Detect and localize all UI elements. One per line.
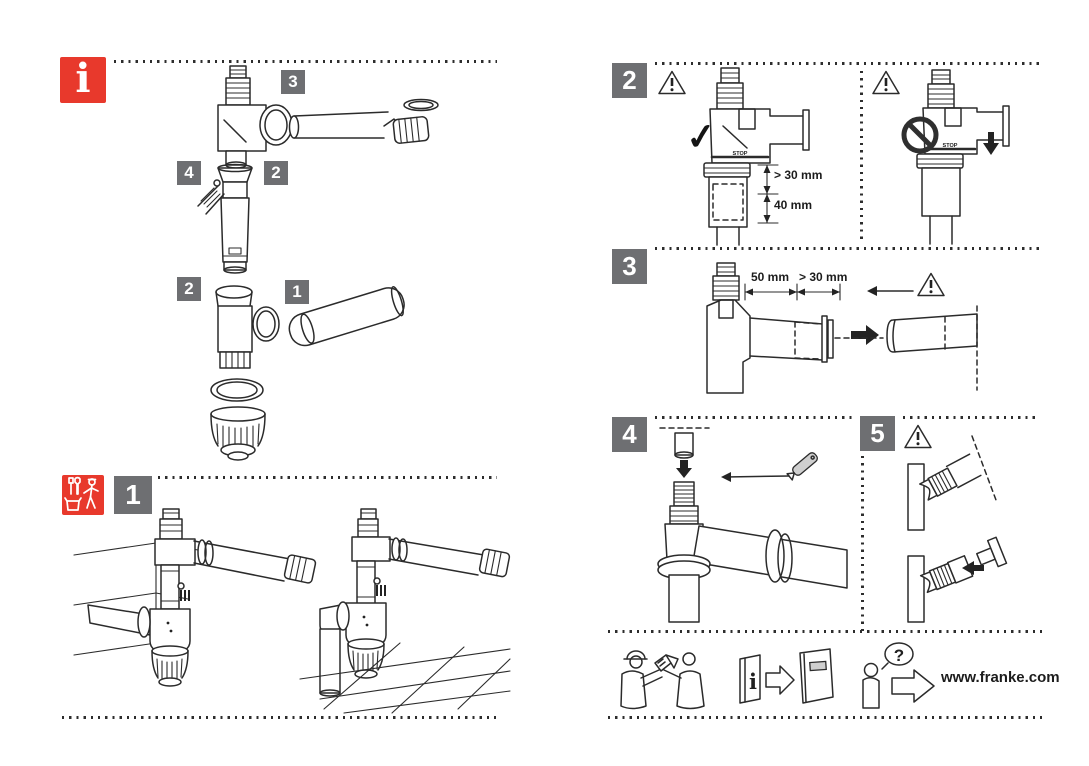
separator-footer-top (608, 630, 1042, 633)
step2-wrong-figure: STOP (901, 69, 1010, 245)
separator-step4-top (655, 416, 852, 419)
warning-icon-step3 (917, 272, 945, 297)
step2-illustration: STOP (703, 67, 1010, 246)
step2-correct-figure: STOP (703, 67, 810, 246)
step4-badge-label: 4 (622, 419, 637, 449)
step2-dim-lower: 40 mm (774, 198, 813, 212)
step2-dim-upper: > 30 mm (774, 168, 823, 182)
step4-knife-arrow (721, 472, 790, 482)
step1-badge: 1 (114, 476, 152, 514)
step5-plug-figure (907, 536, 1008, 623)
step5-cut-figure (907, 435, 997, 531)
step3-illustration (706, 262, 978, 394)
step3-siphon-figure (706, 262, 834, 394)
question-glyph: ? (894, 646, 904, 665)
step4-down-arrow-icon (676, 460, 692, 478)
part-badge-1-label: 1 (292, 282, 302, 301)
step5-badge: 5 (860, 416, 895, 451)
warning-icon-step2-left (658, 70, 686, 95)
step2-badge: 2 (612, 63, 647, 98)
part-outlet-pipe (288, 286, 405, 347)
step4-connector-figure (657, 481, 848, 623)
block-arrow-icon-2 (891, 669, 935, 703)
separator-top-left (114, 60, 497, 63)
part-badge-3: 3 (281, 70, 305, 94)
plug-part (976, 536, 1008, 568)
separator-step1-top (158, 476, 497, 479)
part-badge-1: 1 (285, 280, 309, 304)
info-icon-glyph: i (75, 54, 91, 102)
part-badge-2-lower: 2 (177, 277, 201, 301)
prohibition-icon (901, 116, 939, 154)
step4-hose-stub (674, 432, 694, 459)
separator-footer-bottom (608, 716, 1042, 719)
installation-examples-illustration (73, 508, 511, 714)
floor-illustration (299, 642, 511, 714)
part-siphon-top (217, 65, 439, 169)
part-badge-2-upper-label: 2 (271, 163, 281, 182)
installer-tools-icon (62, 475, 104, 515)
wall-outlet-assembly (87, 508, 317, 687)
step3-pipe-figure (886, 305, 978, 391)
step5-badge-label: 5 (870, 418, 885, 448)
part-badge-4-label: 4 (184, 163, 194, 182)
leaflet-info-glyph: i (749, 669, 757, 694)
separator-step5-top (903, 416, 1040, 419)
parts-exploded-diagram (197, 65, 439, 461)
part-badge-2-lower-label: 2 (184, 279, 194, 298)
block-arrow-icon (765, 665, 795, 695)
step2-badge-label: 2 (622, 65, 637, 95)
questions-website-icon: ? (862, 642, 935, 709)
step5-illustration (907, 435, 1008, 623)
insert-arrow-icon (851, 325, 879, 345)
down-arrow-icon (983, 132, 999, 155)
separator-step4-5-divider (861, 420, 864, 632)
separator-step3-top (655, 247, 1042, 250)
website-link: www.franke.com (941, 669, 1060, 686)
step3-direction-arrow (867, 286, 914, 296)
warning-icon-step2-right (872, 70, 900, 95)
part-badge-3-label: 3 (288, 72, 298, 91)
step5-insert-arrow-icon (962, 561, 984, 575)
warning-icon-step5 (904, 424, 932, 449)
stop-marking-left: STOP (733, 151, 748, 157)
step4-illustration (657, 427, 848, 623)
step3-dim-left: 50 mm (751, 270, 790, 284)
step1-badge-label: 1 (125, 479, 141, 510)
part-siphon-body (210, 285, 405, 461)
step3-badge: 3 (612, 249, 647, 284)
separator-step2-divider (860, 71, 863, 243)
step4-badge: 4 (612, 417, 647, 452)
part-badge-4: 4 (177, 161, 201, 185)
knife-icon (786, 452, 818, 481)
step3-dimension-arrows (744, 283, 841, 301)
checkmark-icon: ✓ (683, 114, 719, 159)
step3-dim-right: > 30 mm (799, 270, 848, 284)
stop-marking-right: STOP (943, 143, 958, 149)
separator-step2-top (655, 62, 1042, 65)
step2-dimension-arrows (757, 164, 779, 224)
book-icon (799, 648, 834, 704)
hand-over-instructions-icon (620, 650, 705, 710)
part-immersion-tube (197, 163, 253, 274)
installer-tools-pictogram (64, 476, 99, 511)
floor-outlet-assembly (319, 508, 511, 697)
info-icon: i (60, 57, 106, 103)
keep-instructions-icon: i (739, 648, 834, 704)
separator-bottom-left (62, 716, 497, 719)
step3-badge-label: 3 (622, 251, 637, 281)
part-badge-2-upper: 2 (264, 161, 288, 185)
